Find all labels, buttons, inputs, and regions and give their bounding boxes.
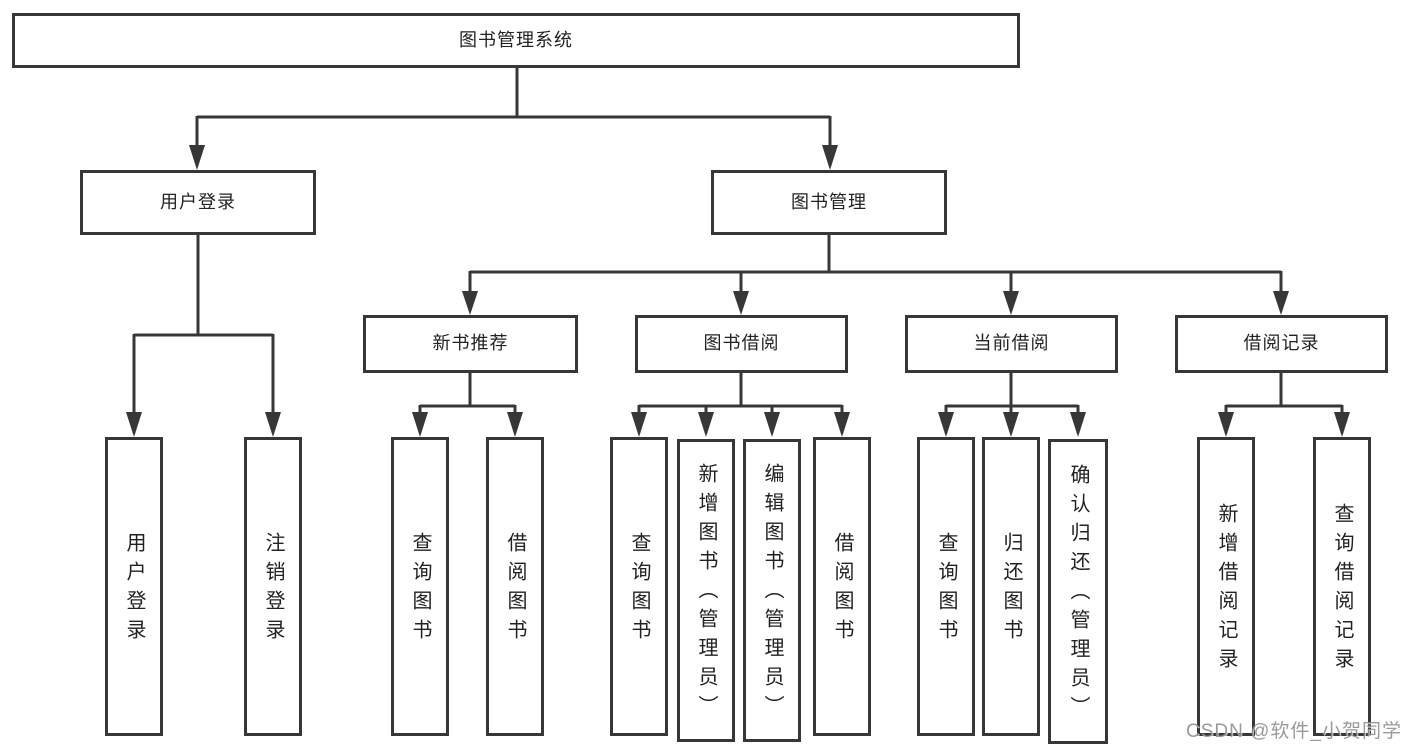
leaf-br-add-record: 新增借阅记录 xyxy=(1197,437,1255,736)
csdn-watermark: CSDN @软件_小贺同学 xyxy=(1186,721,1402,742)
leaf-rec-query-books: 查询图书 xyxy=(391,437,449,736)
node-user-login: 用户登录 xyxy=(80,170,316,235)
leaf-br-query-record: 查询借阅记录 xyxy=(1313,437,1371,736)
node-new-book-recommendation: 新书推荐 xyxy=(363,315,578,373)
leaf-cb-return-books: 归还图书 xyxy=(982,437,1040,736)
leaf-logout: 注销登录 xyxy=(244,437,302,736)
leaf-cb-confirm-return-admin: 确认归还（管理员） xyxy=(1048,439,1108,744)
leaf-bb-edit-books-admin: 编辑图书（管理员） xyxy=(743,439,801,742)
leaf-user-login: 用户登录 xyxy=(105,437,163,736)
leaf-cb-query-books: 查询图书 xyxy=(917,437,975,736)
node-book-borrowing: 图书借阅 xyxy=(635,315,848,373)
node-root-system: 图书管理系统 xyxy=(12,13,1020,68)
leaf-bb-query-books: 查询图书 xyxy=(610,437,668,736)
leaf-rec-borrow-books: 借阅图书 xyxy=(486,437,544,736)
leaf-bb-borrow-books: 借阅图书 xyxy=(813,437,871,736)
node-current-borrowing: 当前借阅 xyxy=(905,315,1118,373)
node-borrowing-records: 借阅记录 xyxy=(1175,315,1388,373)
node-book-management: 图书管理 xyxy=(711,170,947,235)
leaf-bb-add-books-admin: 新增图书（管理员） xyxy=(677,439,735,742)
